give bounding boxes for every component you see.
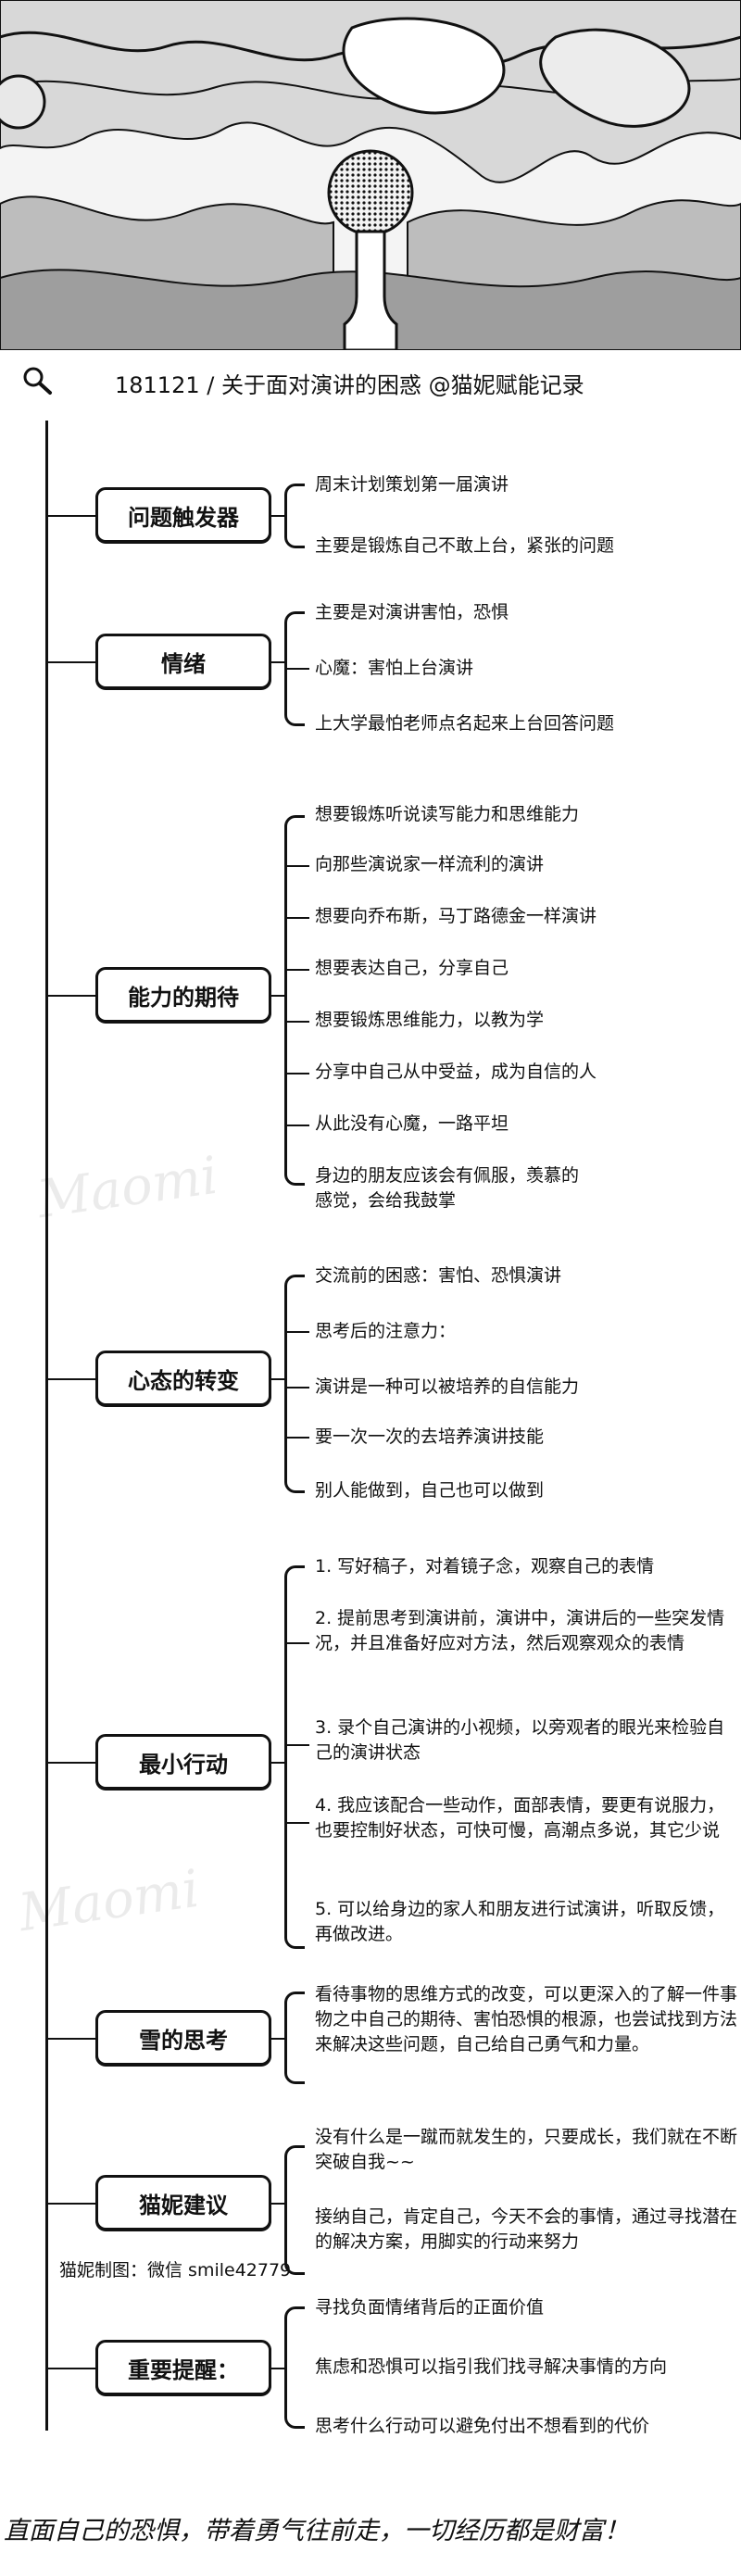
- leaf-bracket: [284, 2306, 305, 2429]
- branch-connector: [47, 515, 95, 517]
- leaf-text: 5. 可以给身边的家人和朋友进行试演讲，听取反馈，再做改进。: [315, 1899, 725, 1944]
- search-icon[interactable]: [20, 365, 57, 396]
- leaf-text: 周末计划策划第一届演讲: [315, 474, 509, 495]
- leaf-text: 2. 提前思考到演讲前，演讲中，演讲后的一些突发情况，并且准备好应对方法，然后观…: [315, 1608, 725, 1653]
- node-label: 心态的转变: [128, 1367, 239, 1394]
- leaf-tick: [287, 1387, 309, 1389]
- node-label: 猫妮建议: [139, 2192, 228, 2218]
- node-to-bracket: [271, 661, 284, 663]
- leaf-tick: [287, 969, 309, 971]
- credit-text: 猫妮制图：微信 smile42779: [59, 2260, 292, 2281]
- leaf-tick: [287, 1331, 309, 1333]
- footer-quote: 直面自己的恐惧，带着勇气往前走，一切经历都是财富！: [4, 2517, 629, 2545]
- watermark: Maomi: [15, 1858, 204, 1944]
- leaf-text: 身边的朋友应该会有佩服，羡慕的感觉，会给我鼓掌: [315, 1165, 580, 1211]
- leaf-text: 寻找负面情绪背后的正面价值: [315, 2297, 545, 2318]
- leaf-text: 3. 录个自己演讲的小视频，以旁观者的眼光来检验自己的演讲状态: [315, 1717, 725, 1763]
- leaf-text: 想要表达自己，分享自己: [315, 958, 509, 978]
- leaf-text: 别人能做到，自己也可以做到: [315, 1480, 545, 1501]
- leaf-bracket: [284, 1565, 305, 1949]
- leaf-text: 演讲是一种可以被培养的自信能力: [315, 1376, 580, 1397]
- node-maoni-advice[interactable]: 猫妮建议: [95, 2175, 271, 2230]
- node-label: 能力的期待: [128, 984, 239, 1011]
- node-to-bracket: [271, 1378, 284, 1380]
- node-label: 雪的思考: [139, 2027, 228, 2054]
- leaf-tick: [287, 1125, 309, 1126]
- node-label: 最小行动: [139, 1751, 228, 1778]
- leaf-text: 焦虑和恐惧可以指引我们找寻解决事情的方向: [315, 2356, 668, 2377]
- leaf-tick: [287, 1642, 309, 1644]
- node-snow-reflection[interactable]: 雪的思考: [95, 2010, 271, 2066]
- leaf-text: 思考什么行动可以避免付出不想看到的代价: [315, 2416, 650, 2436]
- header-illustration: [0, 0, 741, 350]
- leaf-text: 分享中自己从中受益，成为自信的人: [315, 1062, 597, 1082]
- node-to-bracket: [271, 515, 284, 517]
- node-mindset-shift[interactable]: 心态的转变: [95, 1351, 271, 1406]
- leaf-text: 想要锻炼思维能力，以教为学: [315, 1010, 545, 1030]
- leaf-text: 接纳自己，肯定自己，今天不会的事情，通过寻找潜在的解决方案，用脚实的行动来努力: [315, 2206, 738, 2252]
- leaf-text: 要一次一次的去培养演讲技能: [315, 1426, 545, 1447]
- mindmap-spine: [45, 421, 48, 2431]
- branch-connector: [47, 2038, 95, 2040]
- node-label: 问题触发器: [128, 504, 239, 531]
- node-minimum-action[interactable]: 最小行动: [95, 1734, 271, 1790]
- leaf-text: 思考后的注意力：: [315, 1321, 457, 1341]
- leaf-text: 想要向乔布斯，马丁路德金一样演讲: [315, 906, 597, 926]
- branch-connector: [47, 2368, 95, 2369]
- watermark: Maomi: [33, 1145, 222, 1231]
- branch-connector: [47, 1378, 95, 1380]
- branch-connector: [47, 995, 95, 997]
- branch-connector: [47, 1762, 95, 1764]
- node-trigger[interactable]: 问题触发器: [95, 487, 271, 543]
- leaf-text: 心魔：害怕上台演讲: [315, 658, 474, 678]
- node-label: 情绪: [161, 650, 206, 677]
- leaf-bracket: [284, 815, 305, 1186]
- leaf-bracket: [284, 1275, 305, 1493]
- leaf-text: 4. 我应该配合一些动作，面部表情，要更有说服力，也要控制好状态，可快可慢，高潮…: [315, 1795, 725, 1841]
- leaf-text: 想要锻炼听说读写能力和思维能力: [315, 804, 580, 824]
- leaf-tick: [287, 865, 309, 867]
- leaf-bracket: [284, 484, 305, 548]
- leaf-text: 主要是对演讲害怕，恐惧: [315, 602, 509, 622]
- node-to-bracket: [271, 1762, 284, 1764]
- node-important-reminder[interactable]: 重要提醒：: [95, 2340, 271, 2395]
- leaf-bracket: [284, 1992, 305, 2084]
- branch-connector: [47, 2203, 95, 2205]
- leaf-tick: [287, 1744, 309, 1746]
- node-ability-expectation[interactable]: 能力的期待: [95, 967, 271, 1023]
- leaf-text: 交流前的困惑：害怕、恐惧演讲: [315, 1265, 562, 1286]
- leaf-text: 1. 写好稿子，对着镜子念，观察自己的表情: [315, 1556, 655, 1577]
- title-bar: 181121 / 关于面对演讲的困惑 @猫妮赋能记录: [0, 358, 741, 400]
- node-to-bracket: [271, 2038, 284, 2040]
- node-label: 重要提醒：: [128, 2356, 239, 2383]
- leaf-text: 主要是锻炼自己不敢上台，紧张的问题: [315, 535, 615, 556]
- leaf-tick: [287, 1021, 309, 1023]
- node-to-bracket: [271, 2368, 284, 2369]
- node-to-bracket: [271, 995, 284, 997]
- node-emotion[interactable]: 情绪: [95, 634, 271, 689]
- leaf-tick: [287, 1437, 309, 1439]
- leaf-tick: [287, 668, 309, 670]
- page-title: 181121 / 关于面对演讲的困惑 @猫妮赋能记录: [115, 372, 584, 398]
- leaf-text: 从此没有心魔，一路平坦: [315, 1113, 509, 1134]
- leaf-bracket: [284, 611, 305, 726]
- leaf-text: 上大学最怕老师点名起来上台回答问题: [315, 713, 615, 734]
- leaf-text: 看待事物的思维方式的改变，可以更深入的了解一件事物之中自己的期待、害怕恐惧的根源…: [315, 1984, 738, 2055]
- leaf-tick: [287, 1822, 309, 1824]
- leaf-tick: [287, 1073, 309, 1074]
- leaf-text: 没有什么是一蹴而就发生的，只要成长，我们就在不断突破自我~~: [315, 2127, 738, 2172]
- leaf-text: 向那些演说家一样流利的演讲: [315, 854, 545, 874]
- node-to-bracket: [271, 2203, 284, 2205]
- branch-connector: [47, 661, 95, 663]
- leaf-bracket: [284, 2145, 305, 2275]
- leaf-tick: [287, 917, 309, 919]
